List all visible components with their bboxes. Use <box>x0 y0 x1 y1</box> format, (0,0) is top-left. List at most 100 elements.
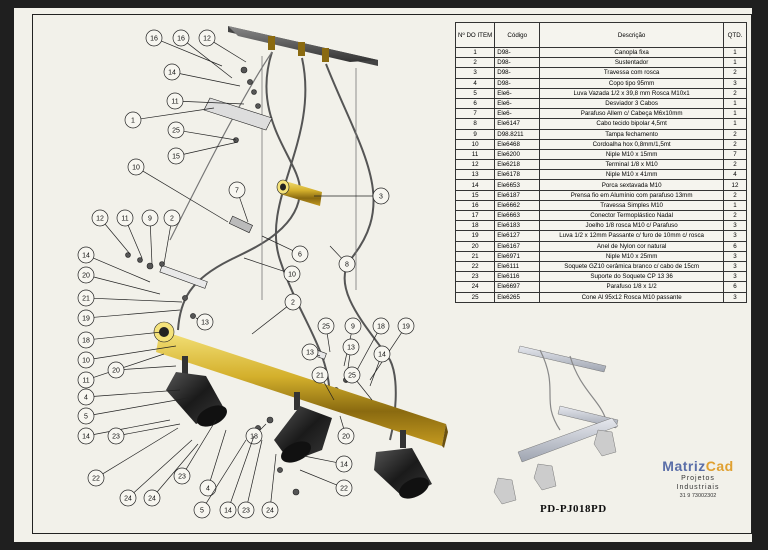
bom-cell-code: Ele6653 <box>494 179 541 191</box>
callout-leader-line <box>149 225 153 265</box>
bom-cell-item: 6 <box>454 97 496 110</box>
bom-cell-item: 2 <box>454 57 496 69</box>
callout-circle <box>344 317 362 335</box>
bom-cell-qty: 2 <box>723 209 747 222</box>
bom-cell-code: Ele6183 <box>494 220 541 232</box>
callout-balloon: 19 <box>77 309 181 327</box>
bom-header-code: Código <box>494 22 541 48</box>
callout-number: 14 <box>378 352 386 359</box>
bom-cell-description: Suporte do Soquete CP 13 36 <box>539 271 724 283</box>
callout-leader-line <box>323 381 335 401</box>
callout-circle <box>284 293 302 311</box>
callout-leader-line <box>93 389 181 397</box>
callout-number: 11 <box>171 99 178 106</box>
callout-leader-line <box>93 397 189 415</box>
upper-travessa <box>276 179 322 206</box>
bom-cell-qty: 3 <box>723 230 747 242</box>
bom-cell-item: 19 <box>454 230 496 242</box>
bom-cell-description: Niple M10 x 41mm <box>539 169 724 181</box>
callout-circle <box>166 92 184 110</box>
callout-circle <box>107 427 125 445</box>
bom-cell-item: 8 <box>454 118 496 130</box>
callout-circle <box>335 455 353 473</box>
callout-number: 14 <box>82 434 90 441</box>
callout-number: 12 <box>203 36 211 43</box>
bom-cell-description: Terminal 1/8 x M10 <box>539 159 724 171</box>
bom-cell-description: Cordoalha hox 0,8mm/1,5mt <box>539 138 724 150</box>
bom-cell-code: D98- <box>494 67 541 79</box>
assembly-thumbnail <box>493 345 619 505</box>
bom-header-row: Nº DO ITEM Código Descrição QTD. <box>454 22 747 48</box>
bom-cell-code: Ele6265 <box>494 291 541 303</box>
callout-circle <box>237 501 255 519</box>
callout-circle <box>143 489 161 507</box>
bom-cell-item: 11 <box>454 148 496 161</box>
bom-cell-code: Ele6200 <box>494 148 541 161</box>
company-logo: MatrizCad Projetos Industriais 31 9 7300… <box>648 458 748 501</box>
brand-name: MatrizCad <box>662 458 734 474</box>
bom-cell-code: D98- <box>494 46 541 59</box>
bom-cell-qty: 1 <box>723 46 747 59</box>
callout-balloon: 3 <box>314 187 390 205</box>
bom-cell-qty: 3 <box>723 220 747 232</box>
bom-cell-code: Ele6- <box>494 87 541 99</box>
callout-leader-line <box>102 427 179 475</box>
bom-cell-code: Ele6663 <box>494 209 541 222</box>
callout-circle <box>141 209 159 227</box>
callout-leader-line <box>161 40 223 67</box>
callout-circle <box>219 501 237 519</box>
callout-balloon: 14 <box>219 435 255 519</box>
callout-leader-line <box>210 429 227 481</box>
callout-circle <box>91 209 109 227</box>
callout-leader-line <box>93 309 181 318</box>
bom-cell-code: Ele6- <box>494 108 541 120</box>
callout-number: 16 <box>177 36 185 43</box>
callout-circle <box>228 181 246 199</box>
callout-balloon: 10 <box>77 345 177 369</box>
callout-balloon: 25 <box>167 121 237 141</box>
bom-cell-code: D98- <box>494 57 541 69</box>
callout-circle <box>119 489 137 507</box>
callout-balloon: 1 <box>124 107 215 129</box>
callout-number: 25 <box>348 373 356 380</box>
callout-leader-line <box>187 42 233 79</box>
callout-leader-line <box>329 245 342 259</box>
bom-cell-item: 7 <box>454 108 496 120</box>
callout-number: 14 <box>340 462 348 469</box>
callout-leader-line <box>156 443 199 493</box>
callout-leader-line <box>93 276 161 295</box>
callout-leader-line <box>259 423 267 431</box>
bom-cell-code: Ele6167 <box>494 240 541 252</box>
callout-leader-line <box>183 141 239 155</box>
callout-circle <box>127 158 145 176</box>
callout-number: 13 <box>201 320 209 327</box>
callout-balloon: 14 <box>163 63 241 87</box>
bom-cell-description: Cabo tecido bipolar 4,5mt <box>539 118 724 130</box>
callout-number: 8 <box>345 262 349 269</box>
main-brass-bar <box>153 321 448 448</box>
callout-balloon: 18 <box>355 317 390 373</box>
callout-leader-line <box>93 419 171 435</box>
callout-leader-line <box>183 130 237 141</box>
callout-leader-line <box>299 469 337 486</box>
callout-leader-line <box>339 415 345 429</box>
bom-cell-qty: 7 <box>723 148 747 161</box>
bom-cell-qty: 2 <box>723 128 747 140</box>
bom-cell-qty: 6 <box>723 281 747 293</box>
callout-number: 7 <box>235 188 239 195</box>
bom-cell-item: 22 <box>454 260 496 273</box>
callout-circle <box>77 427 95 445</box>
bom-cell-code: Ele6187 <box>494 189 541 201</box>
callout-circle <box>77 246 95 264</box>
